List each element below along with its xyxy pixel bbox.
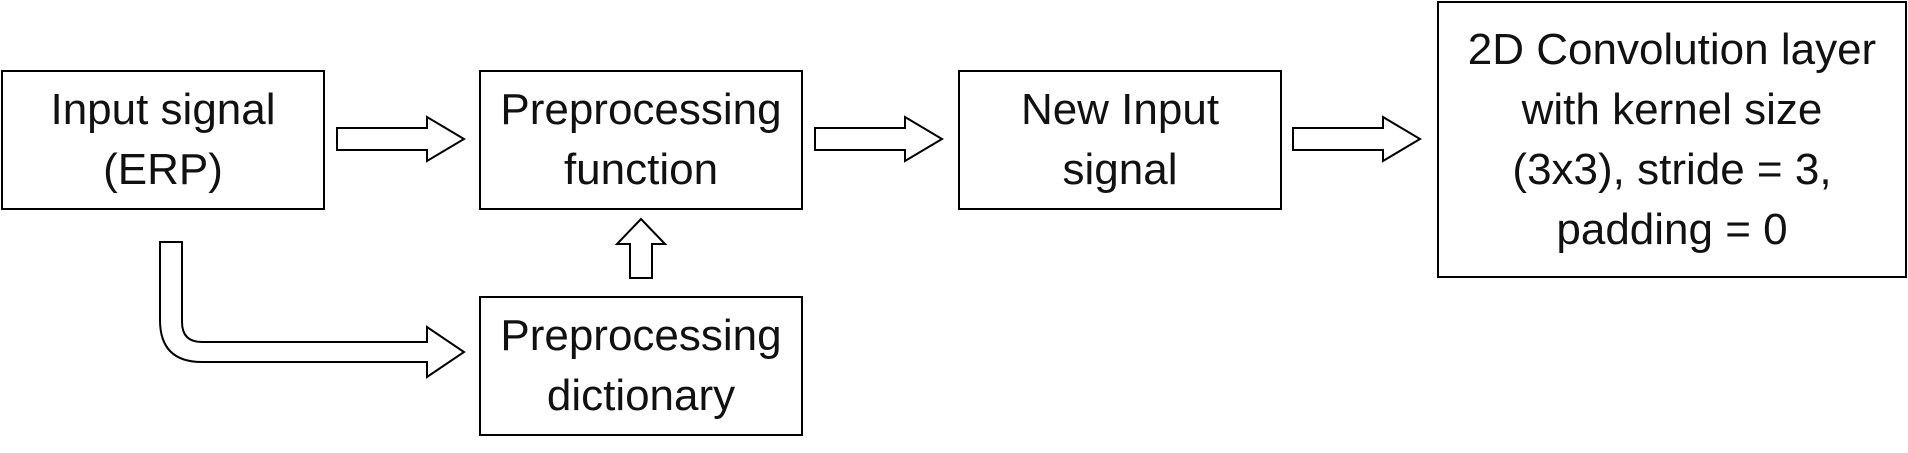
node-preprocessing-dictionary: Preprocessing dictionary bbox=[479, 296, 803, 436]
node-conv-layer: 2D Convolution layer with kernel size (3… bbox=[1437, 1, 1907, 278]
node-preprocessing-function-line-1: Preprocessing bbox=[500, 85, 782, 134]
arrow-preproc-function-to-new-input bbox=[814, 115, 944, 163]
arrow-input-to-dictionary bbox=[159, 241, 466, 379]
arrow-input-to-preproc-function bbox=[336, 115, 466, 163]
node-input-signal-line-2: (ERP) bbox=[103, 145, 223, 194]
node-conv-layer-line-2: with kernel size bbox=[1521, 84, 1823, 134]
node-input-signal-line-1: Input signal bbox=[50, 85, 276, 134]
arrow-dictionary-to-preproc-function bbox=[614, 217, 668, 279]
node-conv-layer-line-3: (3x3), stride = 3, bbox=[1512, 144, 1832, 194]
node-conv-layer-line-1: 2D Convolution layer bbox=[1467, 24, 1877, 74]
node-preprocessing-function-line-2: function bbox=[563, 145, 719, 194]
node-preprocessing-function: Preprocessing function bbox=[479, 70, 803, 210]
node-new-input-signal-line-2: signal bbox=[1062, 145, 1178, 194]
node-conv-layer-line-4: padding = 0 bbox=[1556, 204, 1788, 254]
arrow-new-input-to-conv bbox=[1292, 115, 1422, 163]
node-preprocessing-dictionary-line-2: dictionary bbox=[546, 371, 736, 420]
node-preprocessing-dictionary-line-1: Preprocessing bbox=[500, 311, 782, 360]
node-new-input-signal: New Input signal bbox=[958, 70, 1282, 210]
node-input-signal: Input signal (ERP) bbox=[1, 70, 325, 210]
node-new-input-signal-line-1: New Input bbox=[1020, 85, 1220, 134]
